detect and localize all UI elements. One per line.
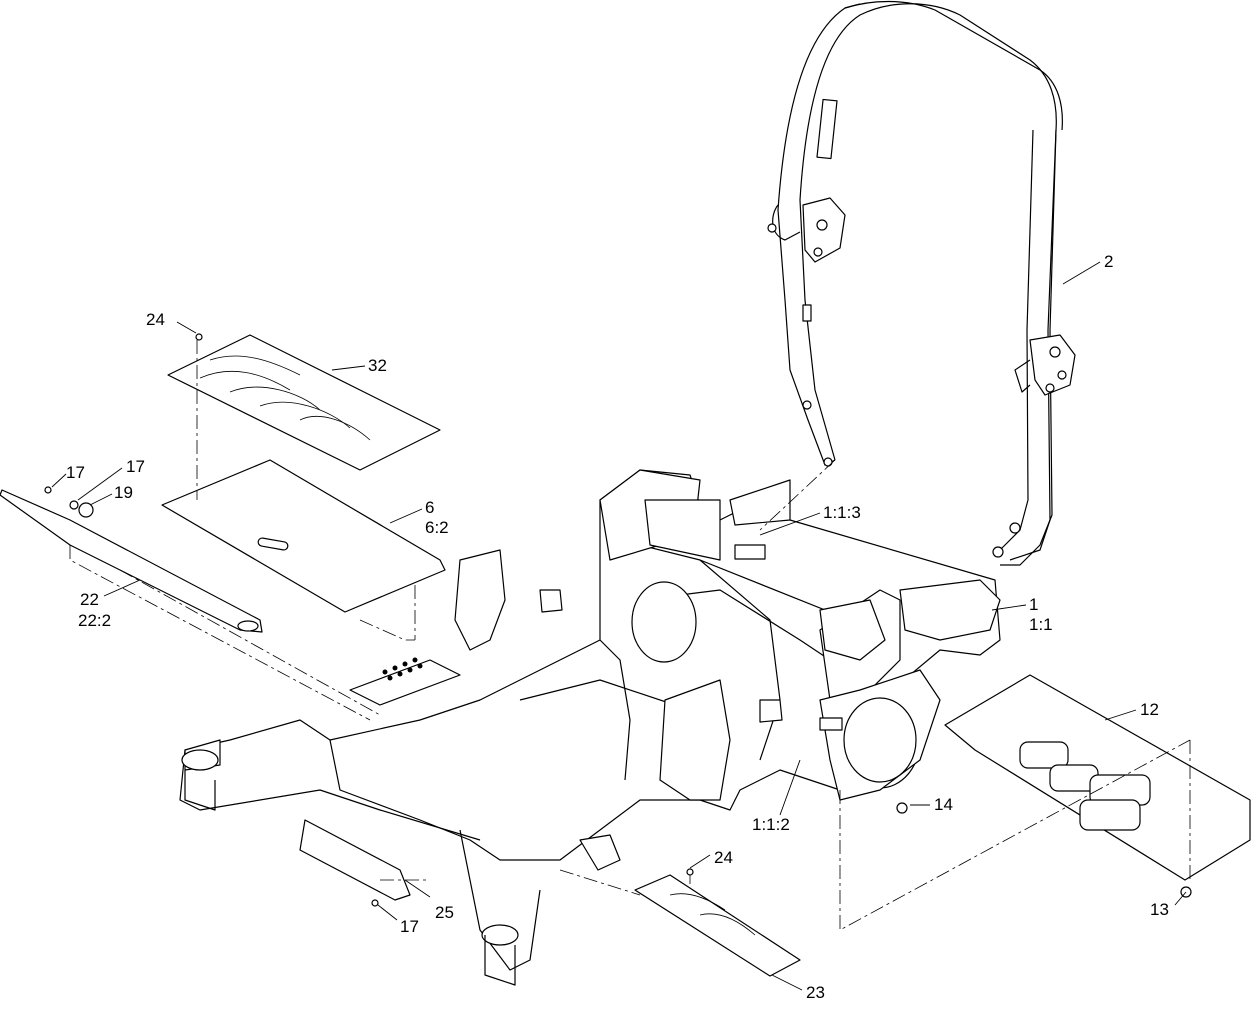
callout-14: 14 [934, 795, 953, 814]
screw-24-bottom [686, 868, 694, 876]
callout-24-bottom: 24 [714, 848, 733, 867]
callout-1-1: 1:1 [1029, 615, 1053, 634]
screw-17 [69, 500, 79, 510]
screw-17-bottom [371, 899, 379, 907]
callout-32: 32 [368, 356, 387, 375]
screw-24-top [195, 333, 203, 341]
callout-1: 1 [1029, 595, 1038, 614]
callout-17-right: 17 [126, 457, 145, 476]
callout-2: 2 [1104, 252, 1113, 271]
callout-13: 13 [1150, 900, 1169, 919]
callout-17-left: 17 [66, 463, 85, 482]
side-pan [944, 674, 1251, 881]
bolt-14 [896, 802, 908, 814]
floor-mat-top [167, 334, 441, 471]
callout-25: 25 [435, 903, 454, 922]
main-frame [179, 469, 1001, 986]
screw-17-left [44, 486, 52, 494]
seat-plate [161, 459, 446, 613]
callout-23: 23 [806, 983, 825, 1002]
roll-bar [767, 0, 1076, 566]
callouts: 2 32 24 17 17 19 6 6:2 22 22:2 1:1:3 1 1… [66, 252, 1169, 1002]
callout-6-2: 6:2 [425, 518, 449, 537]
callout-1-1-3: 1:1:3 [823, 503, 861, 522]
side-rail [0, 489, 263, 633]
callout-24-top: 24 [146, 310, 165, 329]
hardware [44, 333, 1192, 907]
callout-6: 6 [425, 498, 434, 517]
step-plate [634, 874, 801, 977]
leader-lines [51, 261, 1187, 991]
callout-17-bottom: 17 [400, 917, 419, 936]
callout-1-1-2: 1:1:2 [752, 815, 790, 834]
callout-22: 22 [80, 590, 99, 609]
callout-22-2: 22:2 [78, 611, 111, 630]
alignment-lines [69, 340, 1191, 931]
callout-12: 12 [1140, 700, 1159, 719]
keypad-holes [382, 657, 423, 681]
callout-19: 19 [114, 483, 133, 502]
